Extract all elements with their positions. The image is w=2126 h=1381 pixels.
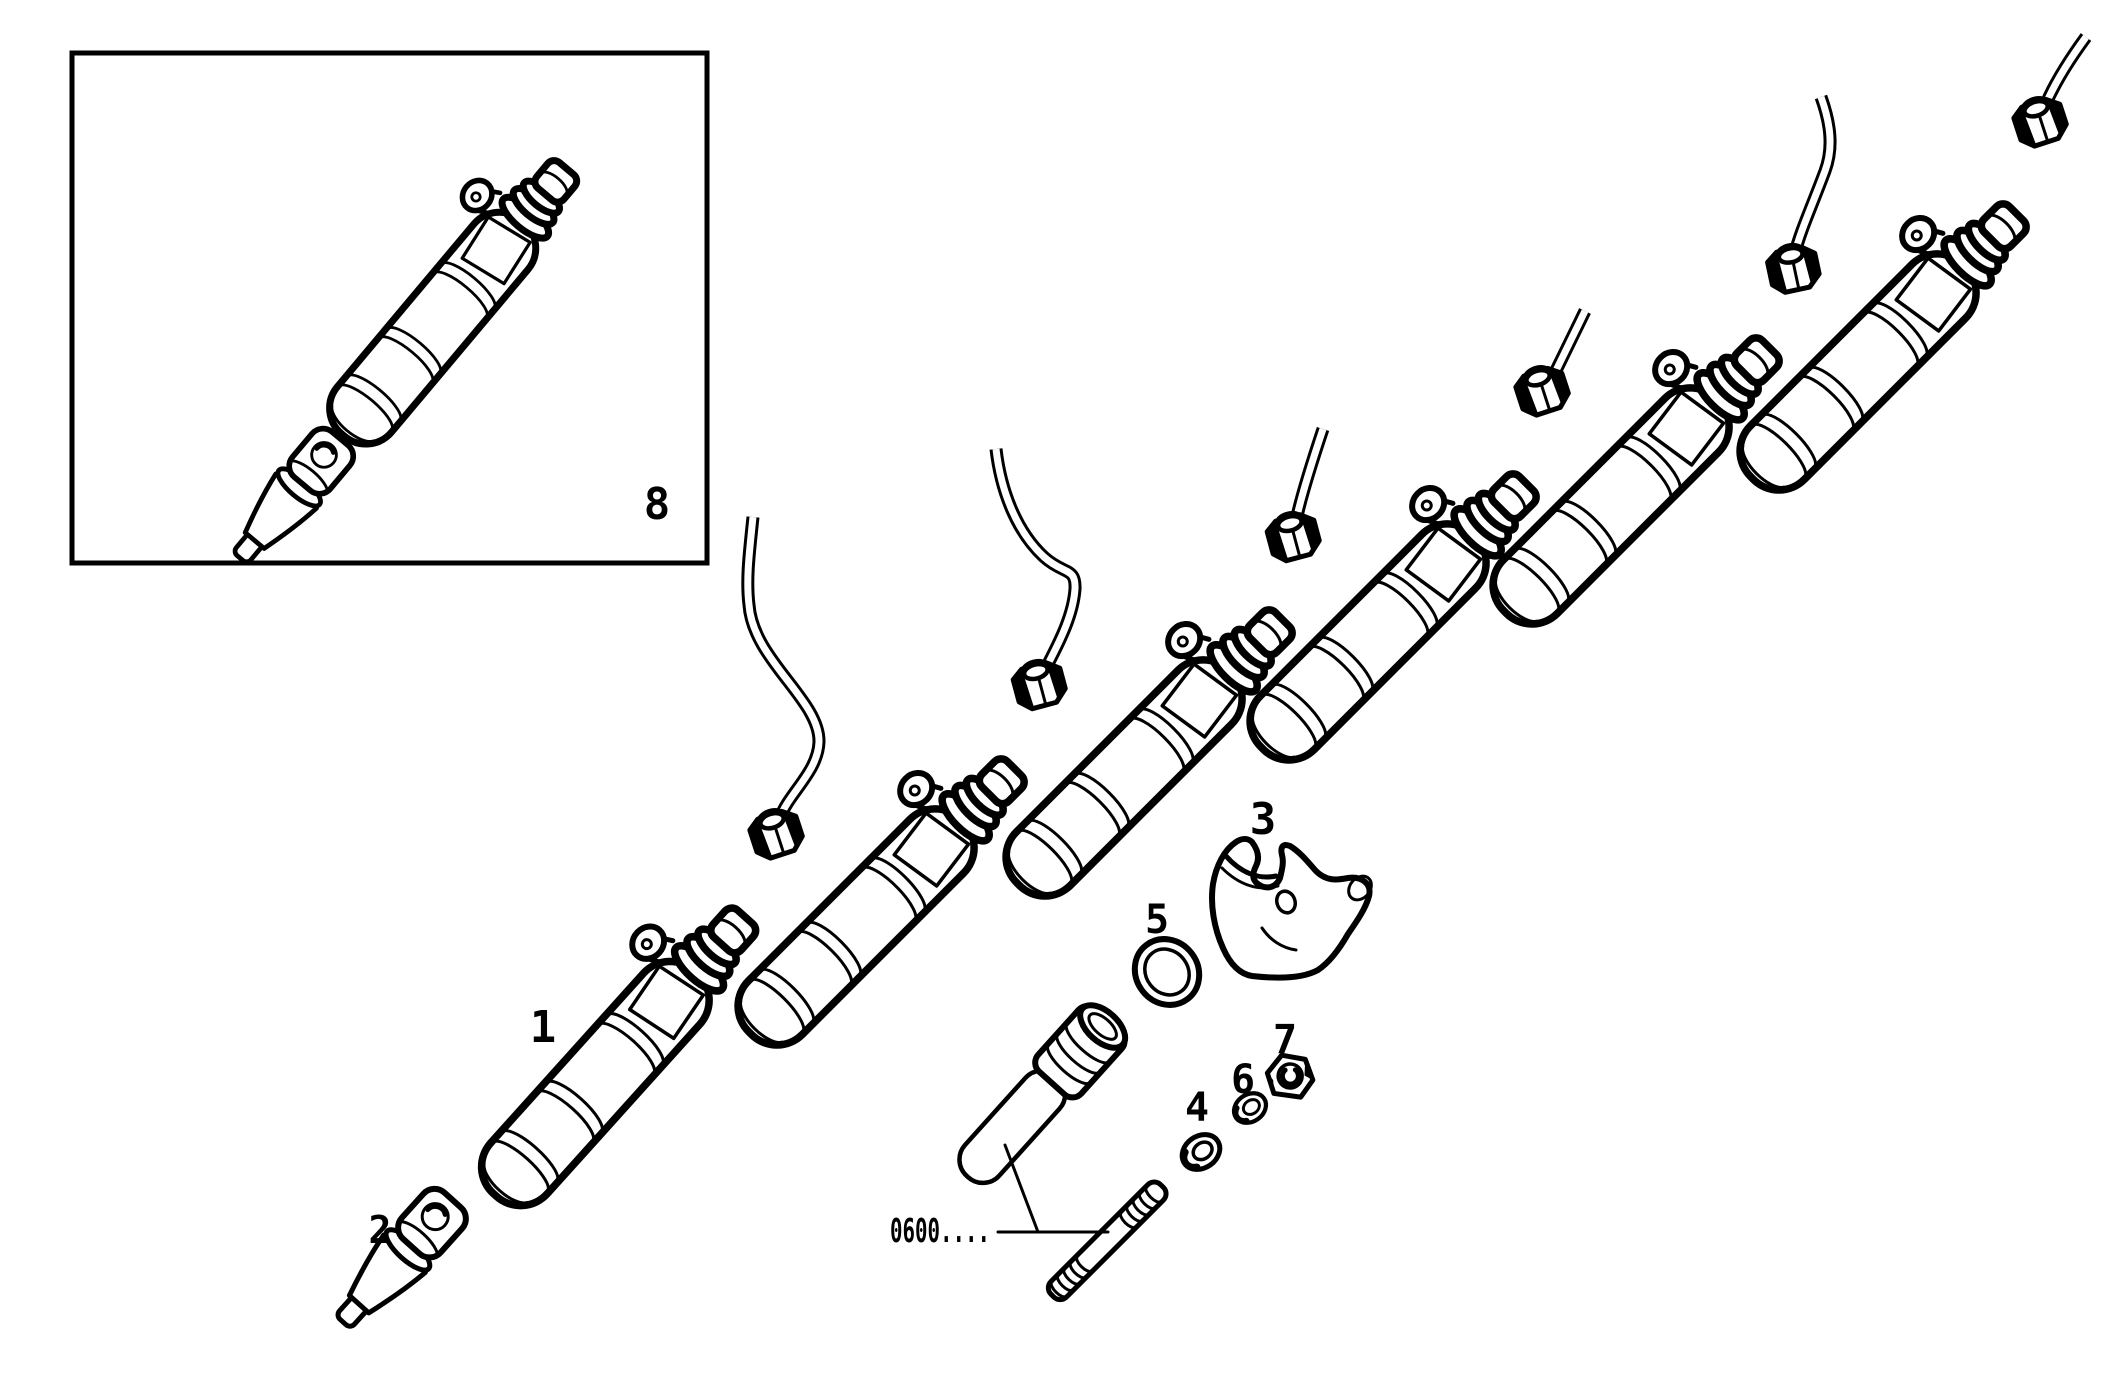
pipe-nut-5: [1765, 241, 1821, 295]
fuel-pipe-3: [1289, 426, 1330, 523]
nut-part-7: [1264, 1052, 1316, 1100]
o-ring-part-5: [1131, 936, 1203, 1008]
inset-box: [69, 50, 710, 575]
callout-3: 3: [1250, 794, 1277, 845]
fuel-pipe-6: [2038, 33, 2092, 111]
nozzle-part-2: [322, 1181, 473, 1340]
pipe-nut-3: [1264, 508, 1322, 564]
fuel-pipe-1: [741, 516, 826, 821]
sleeve-part: [957, 1002, 1129, 1186]
washer-part-4: [1175, 1127, 1226, 1176]
callout-4: 4: [1185, 1085, 1209, 1131]
callout-8: 8: [644, 479, 671, 530]
pipe-nut-6: [2010, 92, 2070, 150]
fuel-pipe-2: [989, 448, 1082, 671]
pipe-nut-1: [746, 804, 806, 862]
callout-2: 2: [369, 1208, 392, 1252]
callout-5: 5: [1145, 897, 1169, 943]
part-reference-code: 0600....: [890, 1211, 990, 1250]
callout-7: 7: [1273, 1017, 1297, 1063]
fuel-pipe-5: [1788, 94, 1837, 255]
leader-line: [996, 1143, 1110, 1234]
callout-1: 1: [530, 1002, 557, 1053]
stud-part: [1045, 1179, 1169, 1303]
injector-1: [443, 870, 774, 1220]
callout-6: 6: [1231, 1057, 1255, 1103]
clamp-part-3: [1209, 836, 1373, 981]
injector-2: [701, 719, 1042, 1060]
pipe-nut-2: [1010, 656, 1068, 712]
